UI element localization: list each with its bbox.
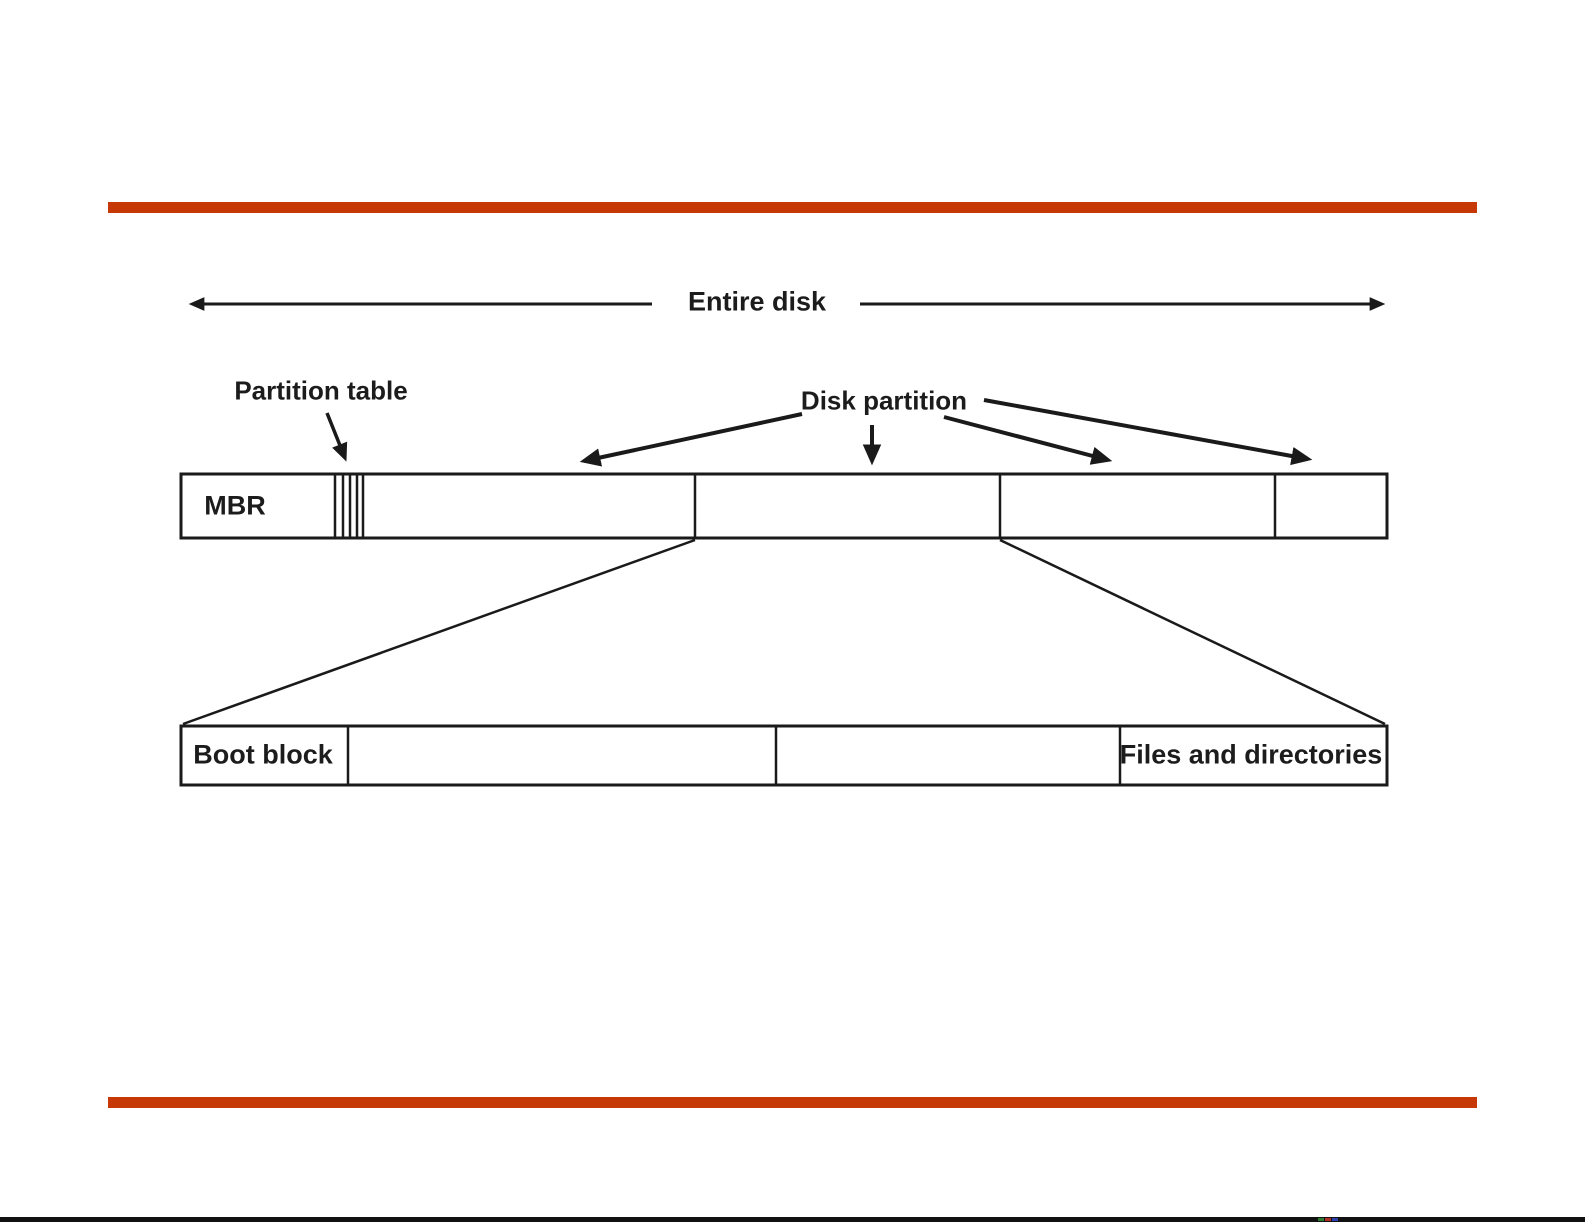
top-accent-rule <box>108 202 1477 213</box>
boot-block-cell-label: Boot block <box>193 739 333 770</box>
zoom-connector-right <box>1000 540 1385 724</box>
entire-disk-label: Entire disk <box>687 286 827 317</box>
pixel-artifact-dot <box>1332 1218 1338 1221</box>
zoom-connector-left <box>183 540 695 724</box>
pixel-artifact-dot <box>1318 1218 1324 1221</box>
mbr-cell-label: MBR <box>204 490 266 521</box>
partition-table-hatch <box>335 474 363 538</box>
disk-partition-arrow-3 <box>944 417 1113 465</box>
bottom-accent-rule <box>108 1097 1477 1108</box>
disk-partition-label: Disk partition <box>800 385 968 416</box>
partition-table-label: Partition table <box>234 375 408 406</box>
pixel-artifact-dot <box>1325 1218 1331 1221</box>
files-and-directories-cell-label: Files and directories <box>1119 739 1383 770</box>
disk-partition-arrow-1 <box>579 414 802 467</box>
filesystem-bar <box>181 726 1387 785</box>
page-bottom-border <box>0 1217 1585 1222</box>
partition-table-arrow <box>327 413 348 462</box>
disk-partition-arrow-4 <box>984 400 1313 466</box>
disk-bar <box>181 474 1387 538</box>
